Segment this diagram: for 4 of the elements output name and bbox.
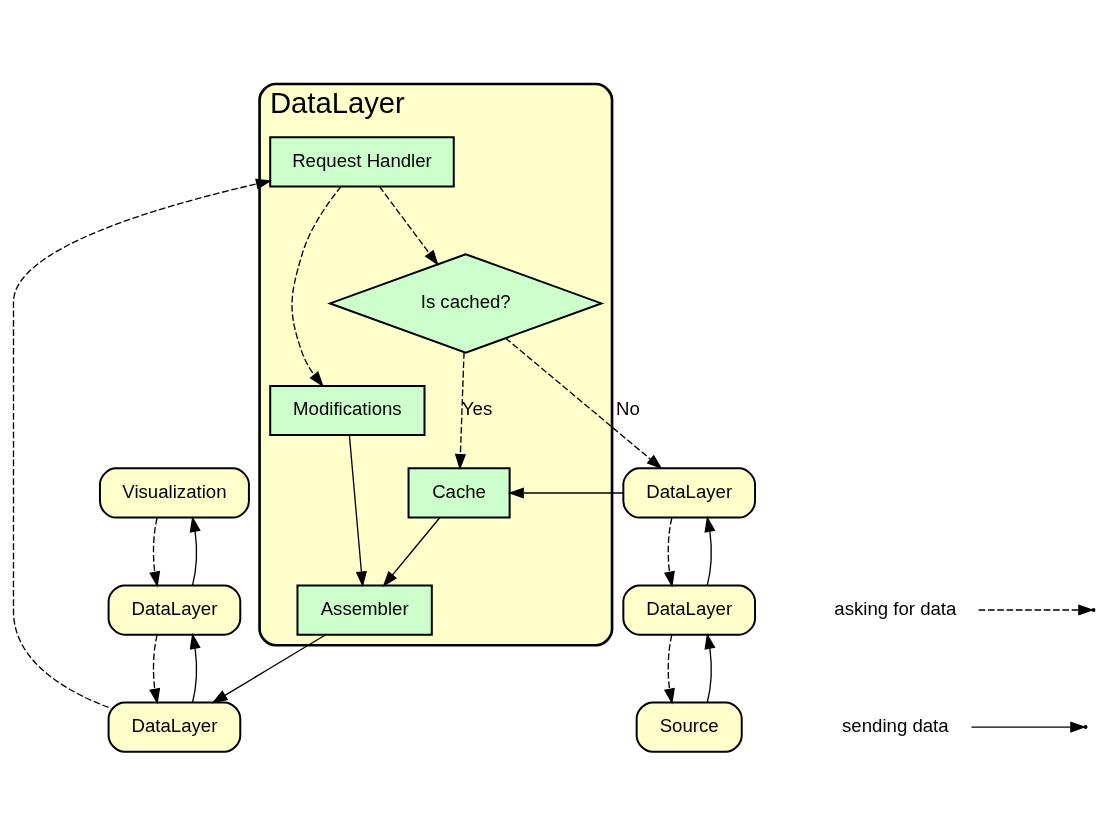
edge-label: No <box>616 398 640 420</box>
legend-label: asking for data <box>834 597 957 619</box>
legend-label: sending data <box>842 714 949 736</box>
edge-label: Yes <box>461 398 493 420</box>
